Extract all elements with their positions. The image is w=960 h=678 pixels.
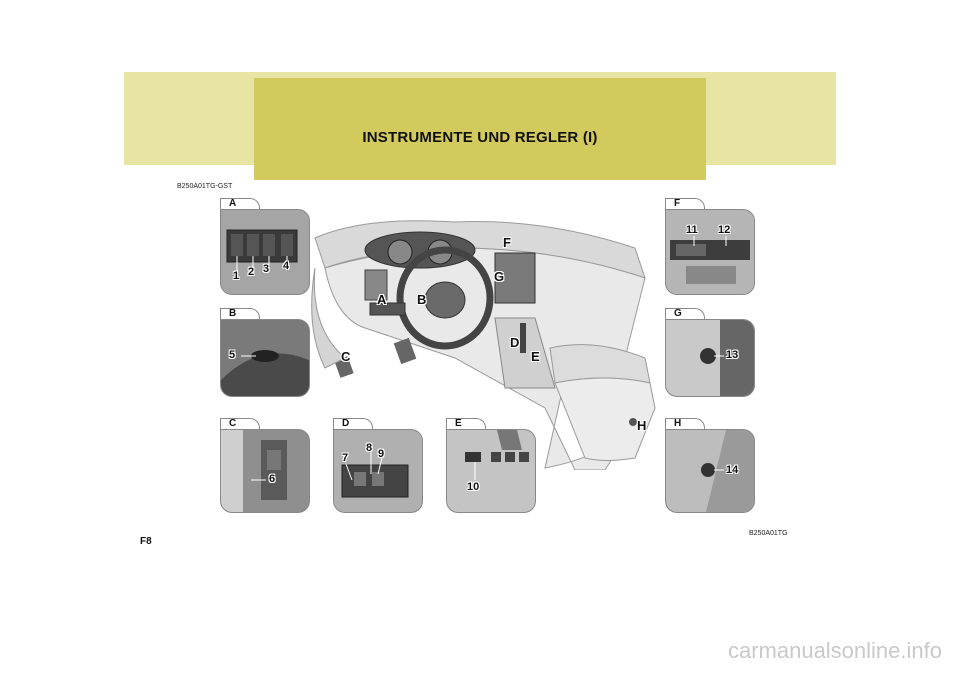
callout-1: 1 (233, 270, 240, 282)
page-title: INSTRUMENTE UND REGLER (I) (362, 129, 598, 146)
callout-9: 9 (378, 448, 385, 460)
panel-g: G 13 (665, 308, 755, 397)
panel-b: B 5 (220, 308, 310, 397)
page-number: F8 (140, 536, 152, 547)
dash-label-b: B (417, 292, 427, 307)
callout-2: 2 (248, 266, 255, 278)
panel-h-tab: H (665, 418, 705, 431)
callout-5: 5 (229, 349, 236, 361)
panel-h: H 14 (665, 418, 755, 513)
callout-11: 11 (686, 224, 698, 236)
panel-c-tab: C (220, 418, 260, 431)
panel-d: D 7 8 9 (333, 418, 423, 513)
panel-a-tab: A (220, 198, 260, 211)
dash-label-c: C (341, 349, 351, 364)
panel-f: F 11 12 (665, 198, 755, 295)
callout-3: 3 (263, 263, 270, 275)
dash-label-f: F (503, 235, 511, 250)
callout-7: 7 (342, 452, 349, 464)
panel-e-tab: E (446, 418, 486, 431)
callout-12: 12 (718, 224, 731, 236)
image-code-bottom: B250A01TG (749, 530, 788, 537)
panel-c: C 6 (220, 418, 310, 513)
callout-14: 14 (726, 464, 739, 476)
callout-6: 6 (269, 473, 276, 485)
callout-8: 8 (366, 442, 373, 454)
dashboard-illustration: A B C D E F G H (305, 208, 665, 470)
panel-b-tab: B (220, 308, 260, 321)
callout-10: 10 (467, 481, 480, 493)
callout-13: 13 (726, 349, 739, 361)
panel-d-tab: D (333, 418, 373, 431)
dash-label-a: A (377, 292, 387, 307)
dash-label-e: E (531, 349, 540, 364)
image-code-top: B250A01TG-GST (177, 183, 233, 190)
dash-label-d: D (510, 335, 520, 350)
panel-g-tab: G (665, 308, 705, 321)
dash-label-g: G (494, 269, 505, 284)
panel-f-tab: F (665, 198, 705, 211)
panel-e: E 10 (446, 418, 536, 513)
dash-label-h: H (637, 418, 647, 433)
callout-4: 4 (283, 260, 290, 272)
panel-a: A 1 2 3 4 (220, 198, 310, 295)
watermark: carmanualsonline.info (727, 638, 942, 663)
title-box: INSTRUMENTE UND REGLER (I) (254, 78, 706, 180)
